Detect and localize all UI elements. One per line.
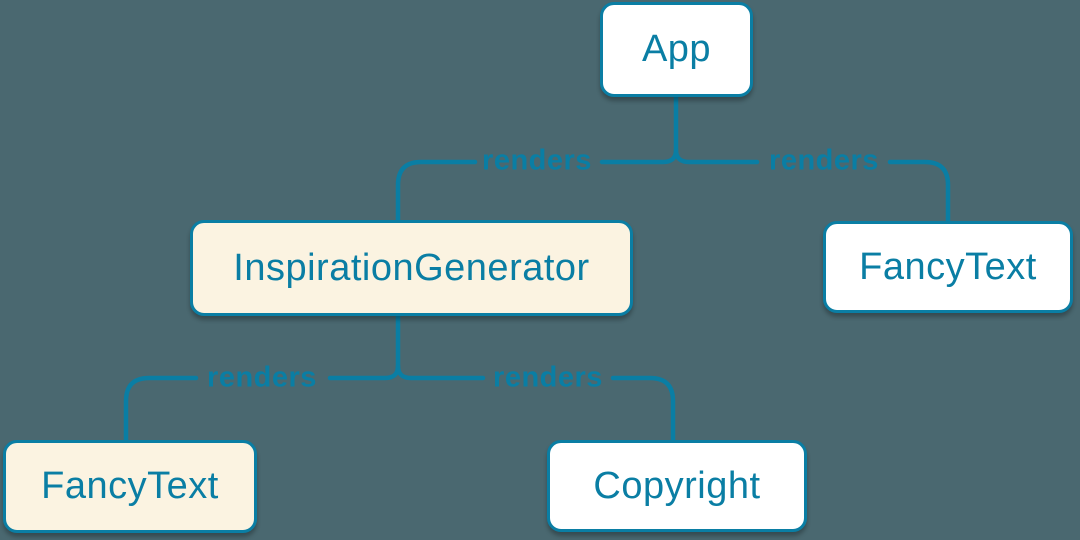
edge-label-renders-inspirationgenerator-copyright: renders	[493, 361, 603, 394]
edge-label-renders-inspirationgenerator-fancytext: renders	[207, 361, 317, 394]
node-copyright: Copyright	[547, 440, 807, 532]
node-app: App	[600, 2, 753, 97]
edge-label-renders-app-fancytext: renders	[769, 144, 879, 177]
node-fancy-text-right-label: FancyText	[859, 245, 1037, 288]
node-fancy-text-left-label: FancyText	[41, 465, 219, 507]
edge-app-to-fancytext	[673, 147, 951, 224]
node-inspiration-generator-label: InspirationGenerator	[233, 246, 590, 289]
node-fancy-text-right: FancyText	[823, 221, 1073, 313]
edge-inspirationgenerator-to-copyright	[395, 363, 676, 443]
node-inspiration-generator: InspirationGenerator	[190, 220, 633, 316]
edge-label-renders-app-inspirationgenerator: renders	[482, 144, 592, 177]
node-fancy-text-left: FancyText	[3, 440, 257, 533]
node-app-label: App	[641, 28, 712, 70]
node-copyright-label: Copyright	[593, 464, 761, 507]
